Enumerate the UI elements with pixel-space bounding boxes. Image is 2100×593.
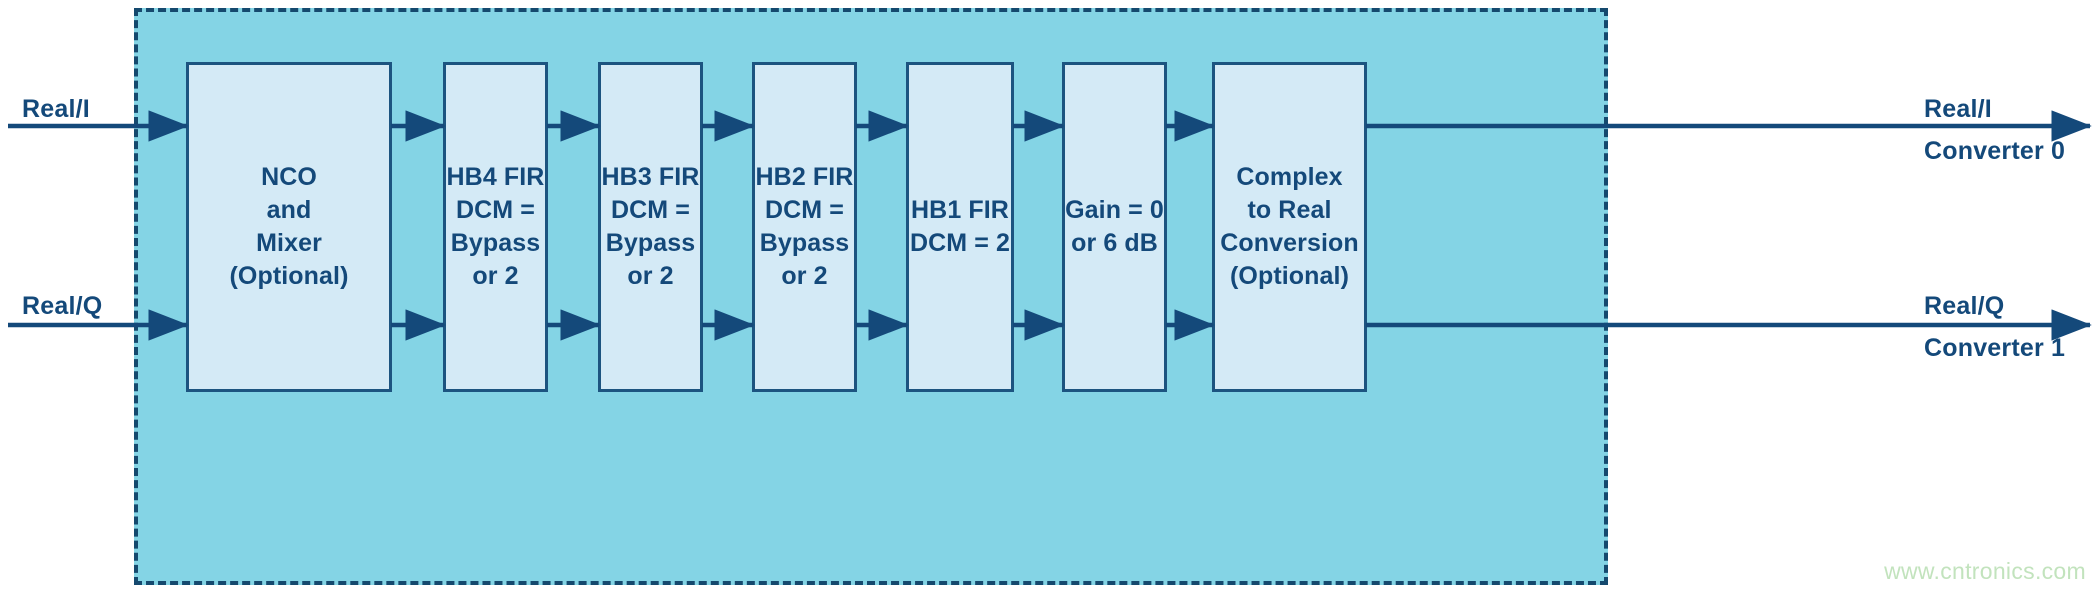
block-label-hb1-fir: HB1 FIR DCM = 2: [909, 196, 1011, 257]
block-hb1-fir[interactable]: HB1 FIR DCM = 2: [906, 62, 1014, 392]
block-gain[interactable]: Gain = 0 or 6 dB: [1062, 62, 1167, 392]
port-label-output-real-q: Real/Q: [1924, 292, 2005, 320]
block-label-nco-mixer: NCO and Mixer (Optional): [229, 163, 349, 290]
source-watermark: www.cntronics.com: [1884, 558, 2086, 584]
block-nco-mixer[interactable]: NCO and Mixer (Optional): [186, 62, 392, 392]
port-label-input-real-q: Real/Q: [22, 292, 103, 320]
block-label-complex-to-real: Complex to Real Conversion (Optional): [1220, 163, 1359, 290]
block-hb4-fir[interactable]: HB4 FIR DCM = Bypass or 2: [443, 62, 548, 392]
block-label-gain: Gain = 0 or 6 dB: [1065, 196, 1164, 257]
port-label-output-converter-1: Converter 1: [1924, 334, 2066, 362]
block-hb3-fir[interactable]: HB3 FIR DCM = Bypass or 2: [598, 62, 703, 392]
block-hb2-fir[interactable]: HB2 FIR DCM = Bypass or 2: [752, 62, 857, 392]
block-label-hb2-fir: HB2 FIR DCM = Bypass or 2: [755, 163, 854, 290]
port-label-output-converter-0: Converter 0: [1924, 137, 2066, 165]
block-label-hb4-fir: HB4 FIR DCM = Bypass or 2: [446, 163, 545, 290]
port-label-input-real-i: Real/I: [22, 95, 90, 123]
block-complex-to-real[interactable]: Complex to Real Conversion (Optional): [1212, 62, 1367, 392]
block-label-hb3-fir: HB3 FIR DCM = Bypass or 2: [601, 163, 700, 290]
port-label-output-real-i: Real/I: [1924, 95, 1992, 123]
